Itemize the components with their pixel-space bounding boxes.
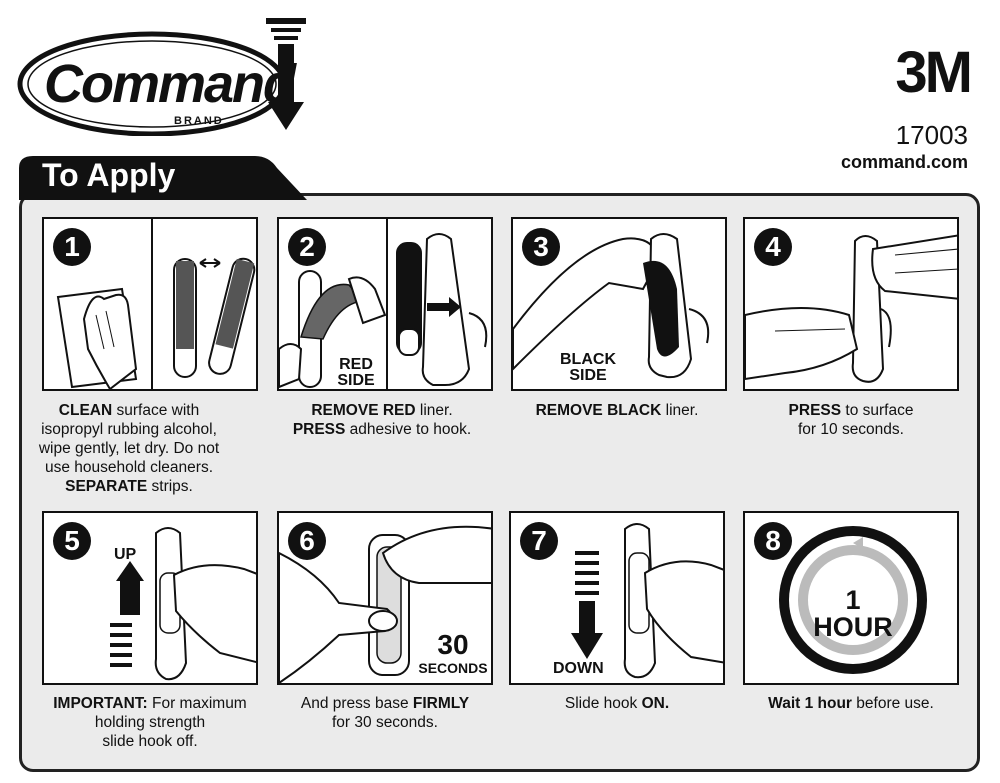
logo-sub: BRAND — [174, 115, 224, 127]
step-number: 8 — [754, 522, 792, 560]
press-hook-icon — [745, 234, 957, 383]
step-number: 1 — [53, 228, 91, 266]
step-2-caption: REMOVE RED liner. PRESS adhesive to hook… — [292, 402, 472, 438]
step-4-caption: PRESS to surface for 10 seconds. — [788, 402, 914, 438]
step-8-caption: Wait 1 hour before use. — [768, 695, 934, 712]
step-6-illustration: 6 30 SECONDS — [277, 511, 493, 685]
one-hour-label: 1 HOUR — [813, 585, 893, 642]
step-8-illustration: 8 1 HOUR — [743, 511, 959, 685]
step-6-caption: And press base FIRMLY for 30 seconds. — [300, 695, 470, 731]
step-1-illustration: 1 — [42, 217, 258, 391]
press-base-icon — [279, 525, 491, 683]
step-number: 7 — [520, 522, 558, 560]
remove-red-liner-icon — [279, 219, 488, 389]
remove-black-liner-icon — [513, 233, 710, 379]
step-4-illustration: 4 — [743, 217, 959, 391]
website: command.com — [840, 152, 968, 172]
3m-logo: 3M — [895, 40, 973, 105]
step-1-caption: CLEAN surface with isopropyl rubbing alc… — [38, 402, 220, 495]
step-number: 5 — [53, 522, 91, 560]
command-logo: Command BRAND — [14, 18, 314, 137]
step-number: 6 — [288, 522, 326, 560]
step-3-caption: REMOVE BLACK liner. — [535, 402, 699, 419]
thirty-seconds-label: 30 SECONDS — [418, 629, 488, 676]
product-code: 17003 — [895, 120, 968, 150]
up-label: UP — [114, 546, 137, 563]
logo-wordmark: Command — [44, 54, 297, 114]
section-tab — [19, 156, 307, 200]
clock-icon — [779, 526, 927, 674]
step-number: 3 — [522, 228, 560, 266]
slide-down-icon — [571, 523, 723, 679]
command-logo-graphic: Command BRAND — [17, 18, 306, 137]
section-title: To Apply — [42, 157, 176, 193]
step-5-caption: IMPORTANT: For maximum holding strength … — [53, 695, 247, 750]
slide-up-icon — [110, 527, 256, 681]
step-7-caption: Slide hook ON. — [564, 695, 670, 712]
step-number: 2 — [288, 228, 326, 266]
step-7-illustration: 7 DOWN — [509, 511, 725, 685]
hand-wipe-icon — [56, 219, 256, 389]
step-number: 4 — [754, 228, 792, 266]
down-label: DOWN — [553, 660, 604, 677]
step-5-illustration: 5 UP — [42, 511, 258, 685]
